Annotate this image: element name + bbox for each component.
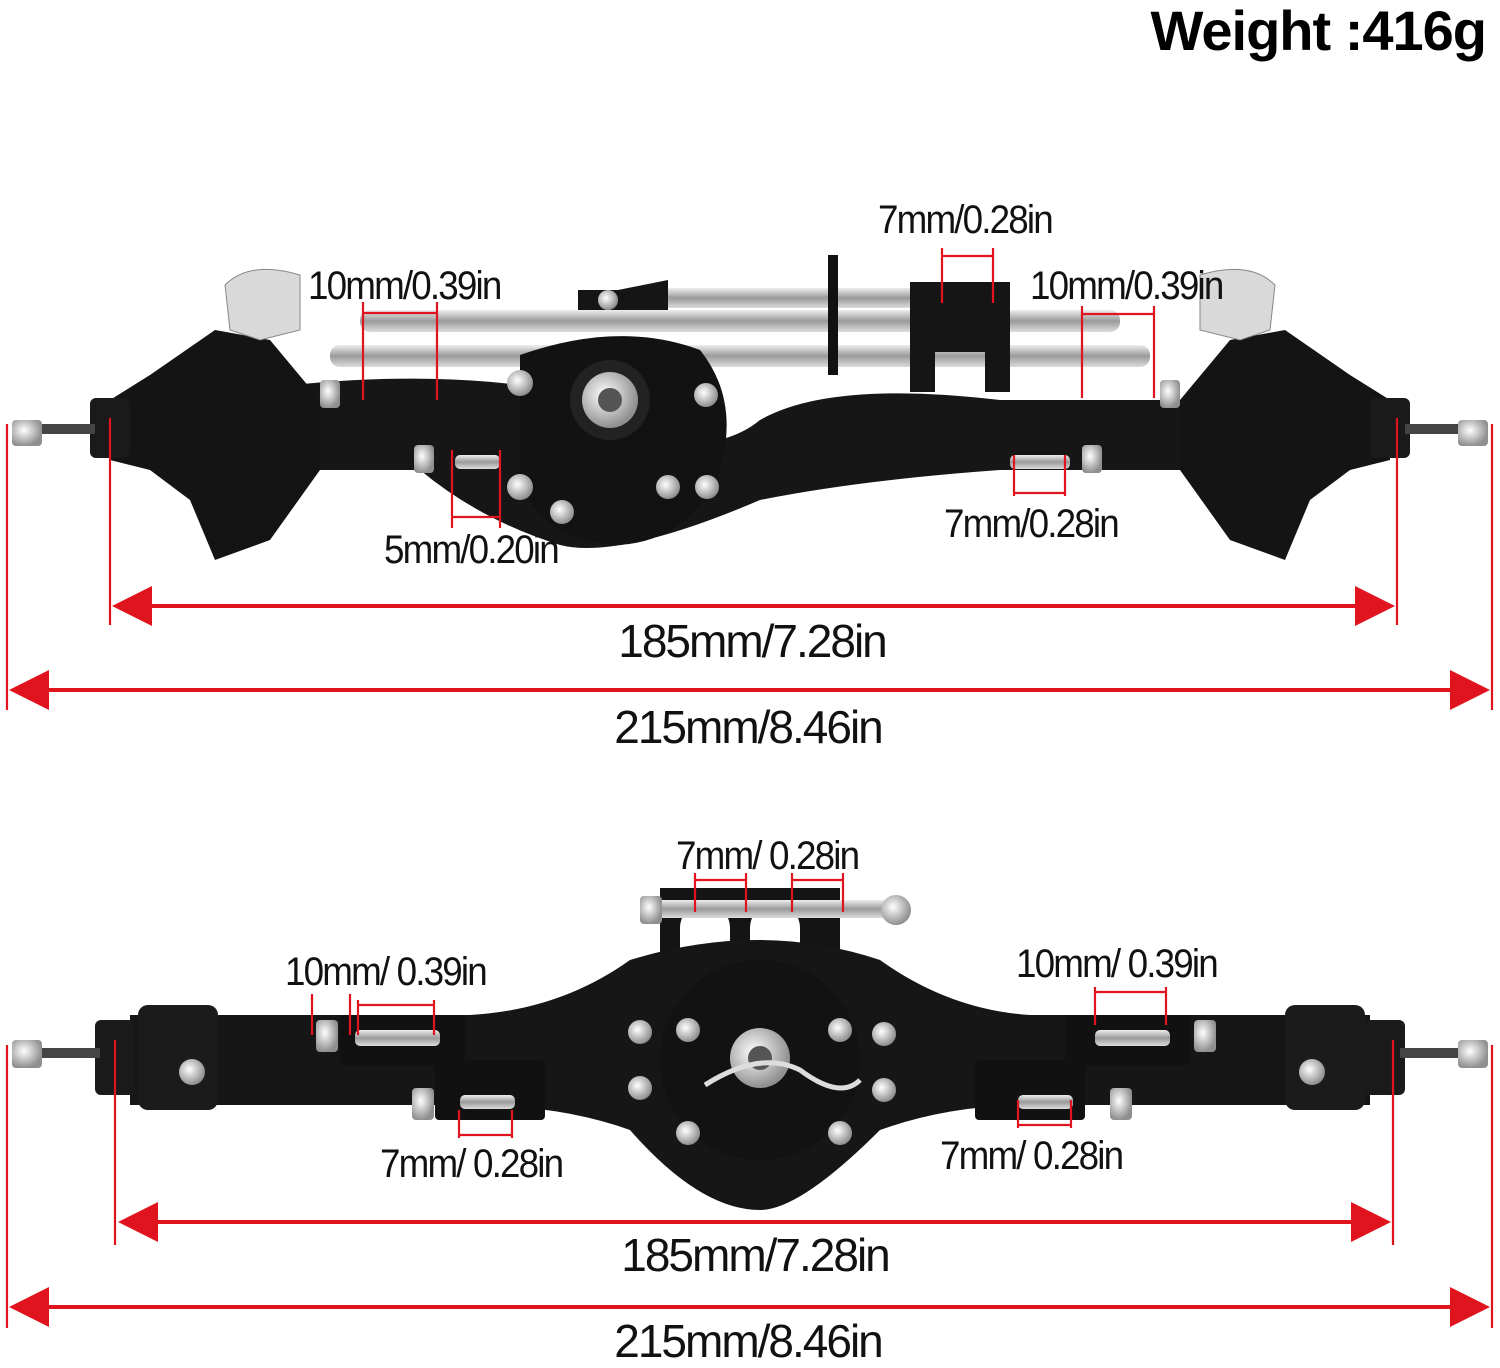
front-bolt-bottom-right-label: 7mm/0.28in (944, 502, 1120, 546)
front-mount-top-label: 7mm/0.28in (878, 198, 1054, 242)
rear-inner-width-label: 185mm/7.28in (621, 1229, 890, 1281)
front-link-left-label: 10mm/0.39in (308, 264, 502, 308)
front-width-dimension-lines (5, 418, 1494, 710)
front-overall-width-label: 215mm/8.46in (614, 701, 883, 753)
front-bolt-bottom-left-label: 5mm/0.20in (384, 528, 560, 572)
rear-link-right-label: 10mm/ 0.39in (1016, 942, 1219, 986)
rear-detail-dimension-lines (310, 873, 1168, 1138)
rear-width-dimension-lines (5, 1040, 1494, 1328)
front-link-right-label: 10mm/0.39in (1030, 264, 1224, 308)
front-axle-image (12, 255, 1488, 560)
rear-mount-top-label: 7mm/ 0.28in (676, 834, 860, 878)
weight-label: Weight :416g (1150, 0, 1487, 62)
rear-overall-width-label: 215mm/8.46in (614, 1315, 883, 1367)
rear-bolt-bottom-right-label: 7mm/ 0.28in (940, 1134, 1124, 1178)
front-inner-width-label: 185mm/7.28in (618, 615, 887, 667)
rear-bolt-bottom-left-label: 7mm/ 0.28in (380, 1142, 564, 1186)
rear-link-left-label: 10mm/ 0.39in (285, 950, 488, 994)
front-detail-dimension-lines (361, 248, 1156, 528)
rear-axle-image (12, 888, 1488, 1210)
